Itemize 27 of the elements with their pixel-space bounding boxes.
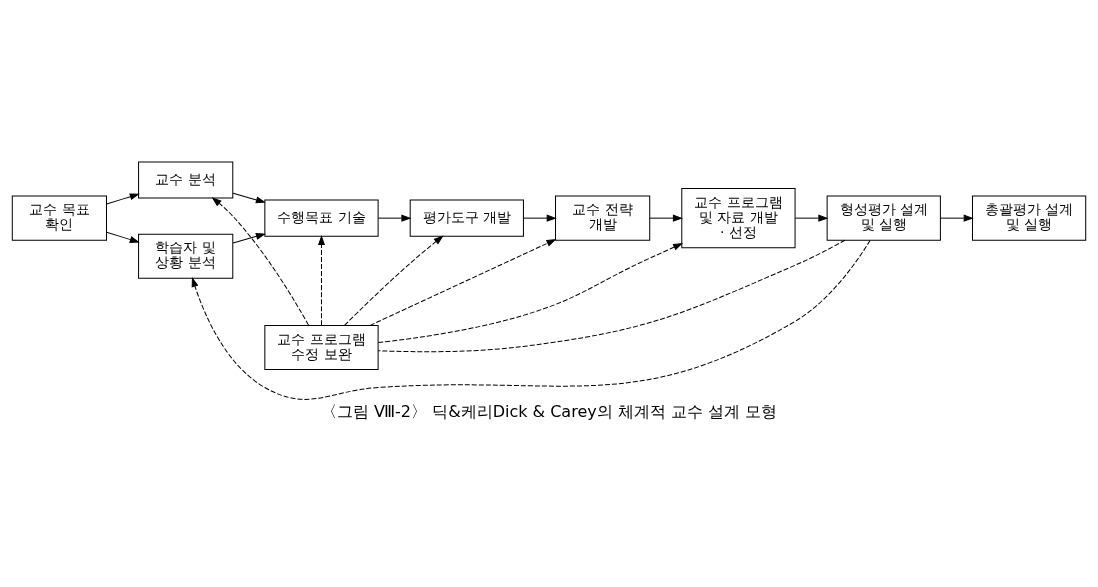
arrow — [191, 239, 871, 400]
node-box: 교수 프로그램 및 자료 개발 · 선정 — [681, 187, 796, 248]
arrow — [344, 235, 443, 326]
node-box: 교수 목표 확인 — [11, 195, 107, 241]
arrow — [940, 214, 973, 221]
caption: 〈그림 Ⅷ-2〉 딕&케리Dick & Carey의 체계적 교수 설계 모형 — [320, 401, 778, 421]
arrow — [232, 232, 265, 243]
arrow — [212, 197, 309, 325]
node-box: 평가도구 개발 — [409, 199, 524, 237]
arrow — [369, 238, 556, 326]
node-box: 교수 분석 — [138, 161, 234, 199]
arrow — [794, 214, 828, 221]
node-box: 교수 프로그램 수정 보완 — [264, 324, 379, 370]
arrow — [377, 242, 683, 343]
node-box: 형성평가 설계 및 실행 — [826, 195, 941, 241]
connector — [377, 239, 846, 352]
arrow — [106, 231, 139, 243]
arrow — [106, 192, 139, 204]
node-box: 교수 전략 개발 — [555, 195, 651, 241]
arrow — [523, 214, 556, 221]
arrow — [232, 192, 265, 203]
arrow — [377, 214, 411, 221]
node-box: 학습자 및 상황 분석 — [138, 233, 234, 279]
node-box: 총괄평가 설계 및 실행 — [971, 195, 1087, 241]
arrow — [649, 214, 682, 221]
arrow — [318, 235, 325, 326]
node-box: 수행목표 기술 — [264, 199, 379, 237]
